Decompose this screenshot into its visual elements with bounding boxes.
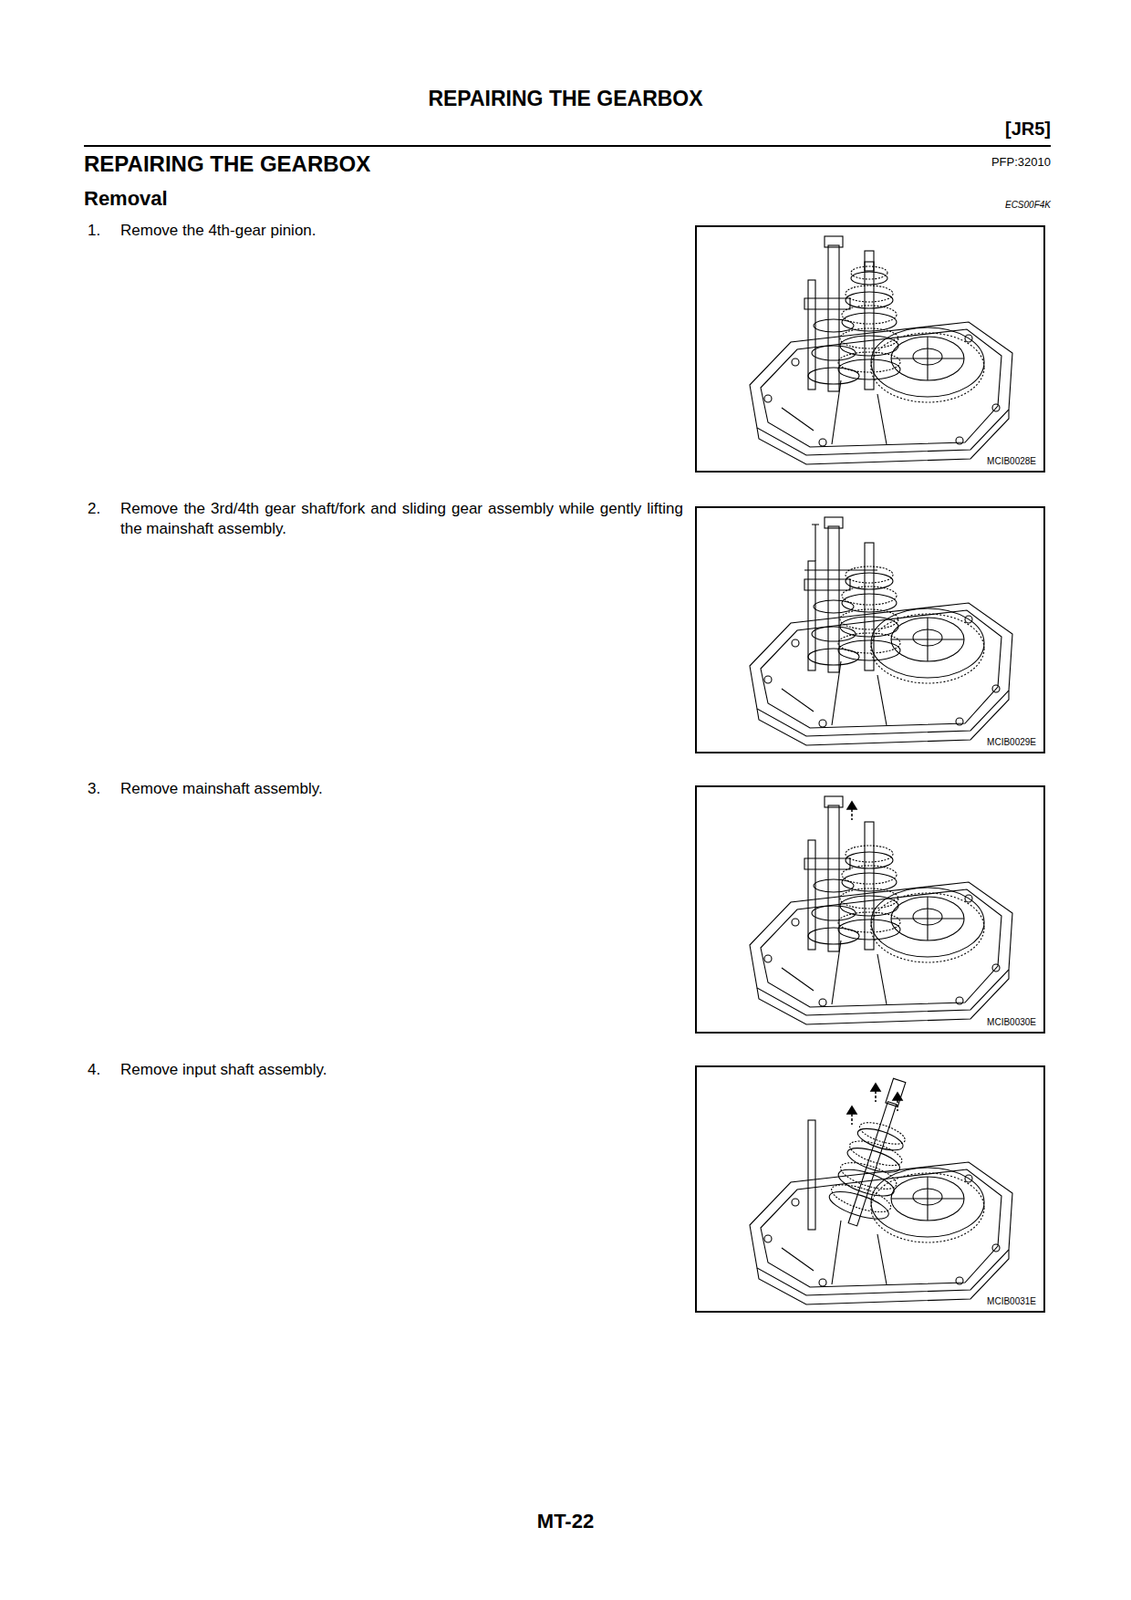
figure-frame: MCIB0031E xyxy=(695,1065,1046,1313)
gearbox-figure-1 xyxy=(749,236,1013,465)
subsection-heading: Removal xyxy=(83,186,449,213)
page-number: MT-22 xyxy=(0,1508,1131,1536)
gearbox-figure-2 xyxy=(749,517,1013,746)
figure-code: MCIB0030E xyxy=(986,1016,1037,1028)
gearbox-figure-4 xyxy=(749,1070,1013,1305)
step-text: Remove the 3rd/4th gear shaft/fork and s… xyxy=(120,498,684,540)
reference-code: ECS00F4K xyxy=(1005,198,1051,211)
figure-code: MCIB0028E xyxy=(986,456,1037,467)
step-text: Remove the 4th-gear pinion. xyxy=(120,220,668,241)
step-text: Remove mainshaft assembly. xyxy=(120,778,668,799)
step-number: 2. xyxy=(87,498,115,519)
figure-frame: MCIB0030E xyxy=(695,785,1046,1034)
figure-code: MCIB0031E xyxy=(986,1296,1037,1307)
step-number: 1. xyxy=(87,220,115,241)
header-rule xyxy=(83,145,1051,147)
figure-frame: MCIB0028E xyxy=(695,225,1046,473)
gearbox-figure-3 xyxy=(749,796,1013,1025)
page-header-title: REPAIRING THE GEARBOX xyxy=(0,85,1131,114)
figure-frame: MCIB0029E xyxy=(695,506,1046,754)
figure-code: MCIB0029E xyxy=(986,736,1037,748)
part-code: PFP:32010 xyxy=(991,155,1051,171)
section-code: [JR5] xyxy=(1005,116,1051,141)
step-text: Remove input shaft assembly. xyxy=(120,1059,668,1080)
step-number: 3. xyxy=(87,778,115,799)
section-heading: REPAIRING THE GEARBOX xyxy=(83,149,723,178)
step-number: 4. xyxy=(87,1059,115,1080)
